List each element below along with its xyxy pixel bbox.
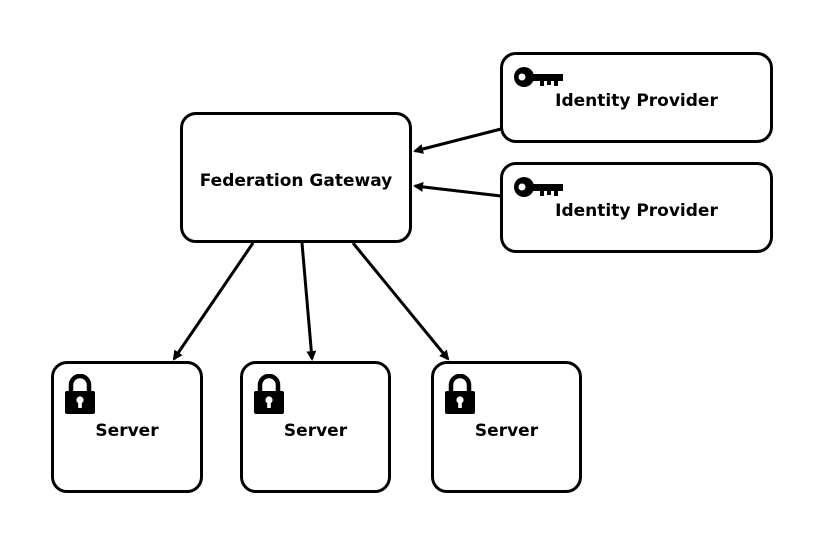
server-label: Server xyxy=(474,421,539,441)
key-icon xyxy=(514,67,563,87)
server-label: Server xyxy=(283,421,348,441)
lock-icon xyxy=(445,374,475,414)
lock-icon xyxy=(65,374,95,414)
arrow-gateway-to-server-1 xyxy=(172,242,255,361)
arrow-idp1-to-gateway xyxy=(413,127,502,154)
lock-icon xyxy=(254,374,284,414)
identity-provider-node: Identity Provider xyxy=(500,162,773,253)
identity-provider-node: Identity Provider xyxy=(500,52,773,143)
server-node: Server xyxy=(240,361,391,493)
gateway-label: Federation Gateway xyxy=(199,171,393,191)
key-icon xyxy=(514,177,563,197)
arrow-gateway-to-server-2 xyxy=(300,242,317,361)
federation-gateway-node: Federation Gateway xyxy=(180,112,412,243)
server-node: Server xyxy=(51,361,203,493)
server-node: Server xyxy=(431,361,582,493)
server-label: Server xyxy=(95,421,159,441)
identity-provider-label: Identity Provider xyxy=(555,91,718,111)
arrow-gateway-to-server-3 xyxy=(351,242,450,361)
identity-provider-label: Identity Provider xyxy=(555,201,718,221)
arrow-idp2-to-gateway xyxy=(413,181,502,198)
